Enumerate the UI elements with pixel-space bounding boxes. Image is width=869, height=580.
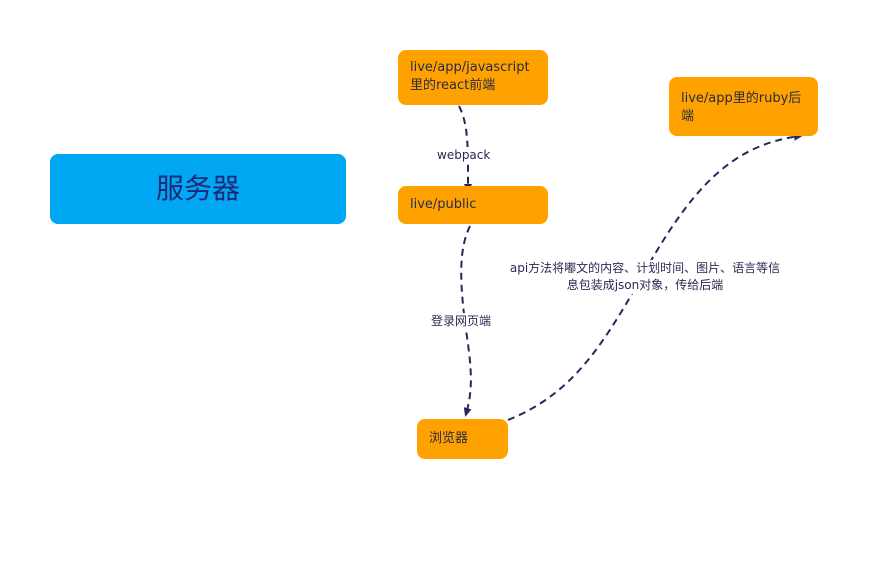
api-edge-label: api方法将嘟文的内容、计划时间、图片、语言等信 息包装成json对象，传给后端 <box>494 260 796 294</box>
ruby-backend-node[interactable]: live/app里的ruby后 端 <box>669 77 818 136</box>
webpack-edge-label: webpack <box>437 147 491 164</box>
api-edge-label-line1: api方法将嘟文的内容、计划时间、图片、语言等信 <box>509 261 781 275</box>
ruby-backend-label-line1: live/app里的ruby后 <box>681 91 802 106</box>
react-frontend-label-line1: live/app/javascript <box>410 60 530 75</box>
public-node[interactable]: live/public <box>398 186 548 224</box>
api-edge-label-line2: 息包装成json对象，传给后端 <box>566 278 724 292</box>
browser-node-label: 浏览器 <box>429 431 469 446</box>
react-frontend-label-line2: 里的react前端 <box>410 78 496 93</box>
ruby-backend-label-line2: 端 <box>681 109 695 124</box>
server-node[interactable]: 服务器 <box>50 154 346 224</box>
browser-node[interactable]: 浏览器 <box>417 419 508 459</box>
public-node-label: live/public <box>410 197 477 212</box>
login-edge-label: 登录网页端 <box>431 313 492 330</box>
edge-webpack <box>458 105 472 193</box>
react-frontend-node[interactable]: live/app/javascript 里的react前端 <box>398 50 548 105</box>
edge-login <box>460 225 472 417</box>
server-node-label: 服务器 <box>155 172 240 205</box>
